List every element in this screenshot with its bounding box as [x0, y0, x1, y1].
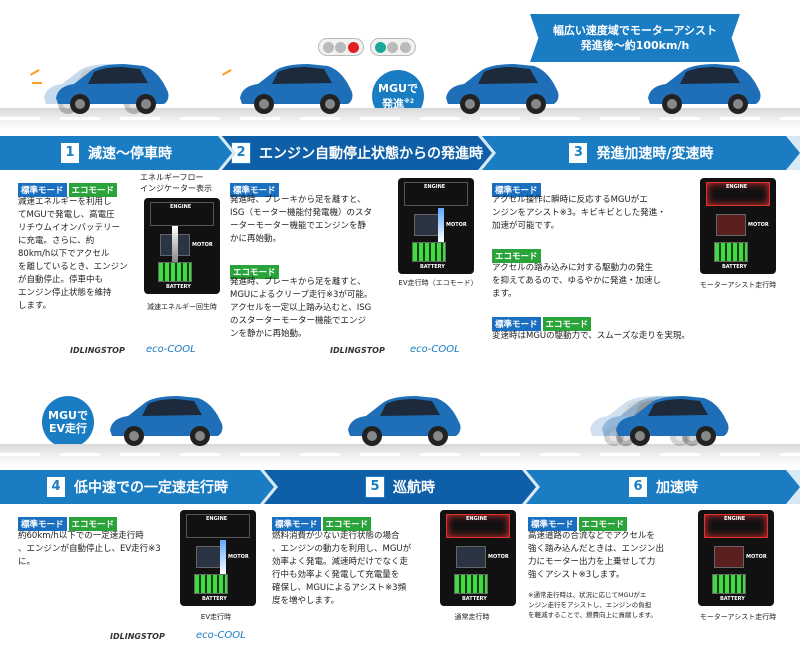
s6-text: 高速道路の合流などでアクセルを強く踏み込んだときは、エンジン出力にモーター出力を… [528, 531, 665, 580]
idling-stop-logo-2: IDLINGSTOP [330, 346, 385, 355]
s1-text: 減速エネルギーを利用してMGUで発電し、高電圧リチウムイオンバッテリーに充電。さ… [18, 197, 128, 311]
bubble-line-2: 発進※2 [381, 97, 414, 111]
s2-eco-tag: エコモード [230, 260, 281, 279]
s6-note: ※通常走行時は、状況に応じてMGUがエンジン走行をアシストし、エンジンの負担を軽… [528, 591, 657, 619]
eco-cool-logo-1: eco-COOL [146, 344, 196, 355]
road-bottom [0, 444, 800, 466]
banner-line-2: 発進後〜約100km/h [580, 39, 690, 52]
s3-both-text: 変速時はMGUの駆動力で、スムーズな走りを実現。 [492, 331, 690, 341]
s5-text: 燃料消費が少ない走行状態の場合、エンジンの動力を利用し、MGUが効率よく発電。減… [272, 531, 412, 606]
s5-caption: 通常走行時 [454, 613, 490, 621]
road-top [0, 108, 800, 130]
s2-std-tag: 標準モード [230, 178, 281, 197]
s3-std-text: アクセル操作に瞬時に反応するMGUがエンジンをアシスト※3。キビキビとした発進・… [492, 195, 666, 231]
bubble-line-1: MGUで [378, 81, 418, 95]
idling-stop-logo-1: IDLINGSTOP [70, 346, 125, 355]
idling-stop-logo-3: IDLINGSTOP [110, 632, 165, 641]
s1-caption: 減速エネルギー回生時 [147, 303, 217, 311]
s4-tags: 標準モードエコモード [18, 512, 119, 531]
s6-energy-diagram: ENGINE MOTOR BATTERY [698, 510, 774, 606]
s4-energy-diagram: ENGINE MOTOR BATTERY [180, 510, 256, 606]
s5-tags: 標準モードエコモード [272, 512, 373, 531]
s3-eco-tag: エコモード [492, 244, 543, 263]
cars-row-1 [29, 64, 761, 114]
s1-indicator-label: エネルギーフローインジケーター表示 [140, 173, 212, 193]
s2-std-text: 発進時、ブレーキから足を離すと、ISG（モーター機能付発電機）のスターターモータ… [230, 195, 372, 244]
s2-eco-text: 発進時、ブレーキから足を離すと、MGUによるクリープ走行※3が可能。アクセルを一… [230, 277, 373, 339]
s2-energy-diagram: ENGINE MOTOR BATTERY [398, 178, 474, 274]
s3-std-tag: 標準モード [492, 178, 543, 197]
s5-energy-diagram: ENGINE MOTOR BATTERY [440, 510, 516, 606]
s1-energy-diagram: ENGINE MOTOR BATTERY [144, 198, 220, 294]
eco-cool-logo-3: eco-COOL [196, 630, 246, 641]
s1-tags: 標準モードエコモード [18, 178, 119, 197]
s6-caption: モーターアシスト走行時 [699, 613, 777, 621]
traffic-light-red [318, 38, 364, 56]
eco-cool-logo-2: eco-COOL [410, 344, 460, 355]
traffic-light-green [370, 38, 416, 56]
speed-range-banner: 幅広い速度域でモーターアシスト 発進後〜約100km/h [530, 14, 740, 62]
cars-row-2 [110, 396, 729, 446]
s2-caption: EV走行時（エコモード） [398, 279, 478, 287]
banner-line-1: 幅広い速度域でモーターアシスト [552, 24, 718, 37]
s6-tags: 標準モードエコモード [528, 512, 629, 531]
s3-energy-diagram: ENGINE MOTOR BATTERY [700, 178, 776, 274]
s3-eco-text: アクセルの踏み込みに対する駆動力の発生を抑えてあるので、ゆるやかに発進・加速しま… [492, 263, 661, 299]
s3-caption: モーターアシスト走行時 [699, 281, 777, 289]
s4-caption: EV走行時 [200, 613, 232, 621]
s3-both-tags: 標準モードエコモード [492, 312, 593, 331]
